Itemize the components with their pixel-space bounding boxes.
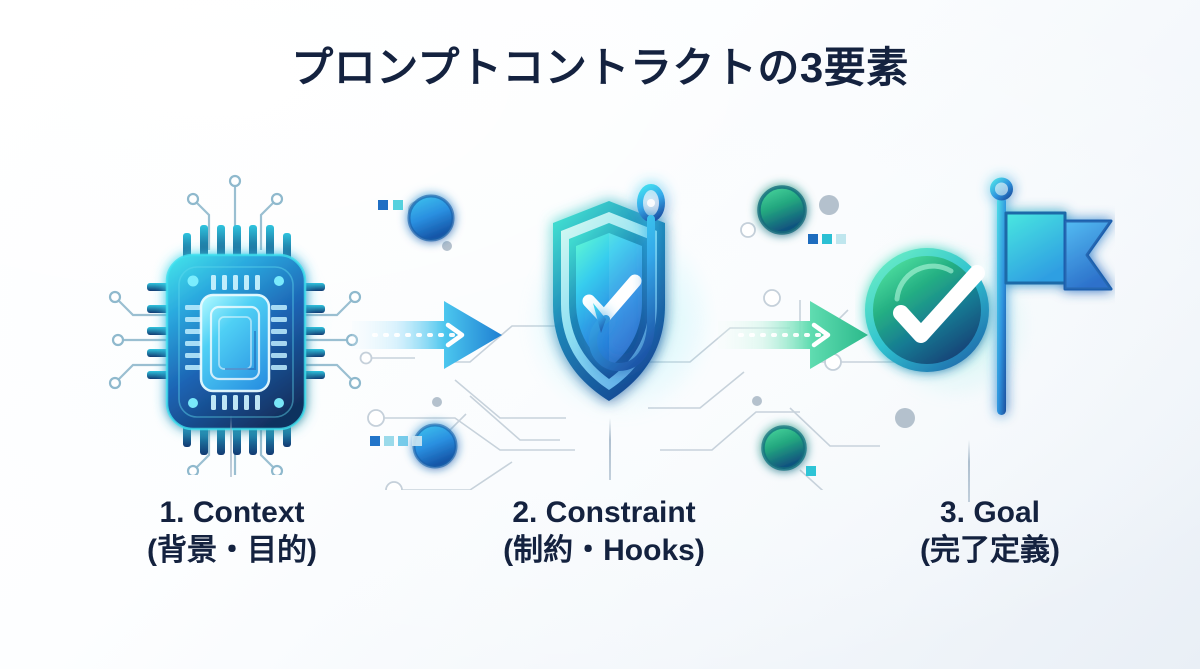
caption-1-title: 1. Context bbox=[159, 496, 305, 529]
caption-3-subtitle: (完了定義) bbox=[920, 533, 1060, 567]
caption-step-1: 1. Context (背景・目的) bbox=[62, 496, 402, 570]
caption-1-subtitle: (背景・目的) bbox=[147, 533, 317, 567]
check-circle-flag-icon bbox=[865, 177, 1113, 415]
caption-3-title: 3. Goal bbox=[939, 496, 1041, 529]
arrow-constraint-to-goal bbox=[718, 295, 868, 375]
step-3-goal-flag[interactable] bbox=[855, 155, 1115, 475]
step-2-shield-hook[interactable] bbox=[475, 155, 735, 475]
microchip-icon bbox=[108, 174, 362, 475]
caption-row: 1. Context (背景・目的) 2. Constraint (制約・Hoo… bbox=[0, 496, 1200, 626]
caption-2-subtitle: (制約・Hooks) bbox=[503, 533, 705, 567]
caption-2-title: 2. Constraint bbox=[512, 496, 696, 529]
shield-check-hook-icon bbox=[553, 184, 665, 401]
page-title: プロンプトコントラクトの3要素 bbox=[291, 44, 909, 91]
caption-step-3: 3. Goal (完了定義) bbox=[820, 496, 1160, 570]
connector-tick-2 bbox=[609, 418, 611, 480]
caption-step-2: 2. Constraint (制約・Hooks) bbox=[434, 496, 774, 570]
connector-tick-1 bbox=[230, 415, 232, 477]
arrow-context-to-constraint bbox=[352, 295, 502, 375]
icon-row bbox=[0, 155, 1200, 475]
step-1-microchip[interactable] bbox=[105, 155, 365, 475]
connector-tick-3 bbox=[968, 440, 970, 502]
